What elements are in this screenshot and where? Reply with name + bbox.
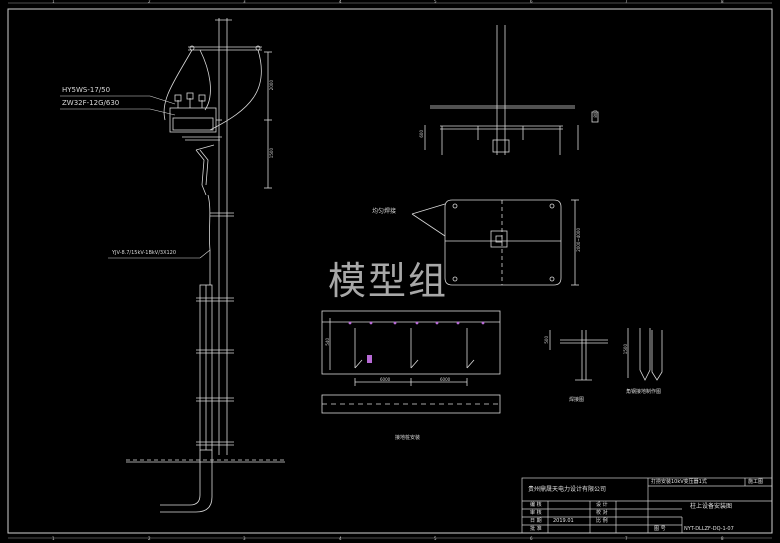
arrester-label: HY5WS-17/50 (62, 86, 111, 94)
title-date-value: 2019.01 (553, 518, 574, 524)
angle-steel-label: 角钢接地制作图 (626, 389, 662, 395)
front-elevation (424, 25, 599, 155)
top-ruler-4: 4 (339, 0, 342, 4)
dimension-2000: 2000 (269, 80, 274, 91)
watermark: 模型组 (328, 259, 449, 303)
grounding-section (321, 310, 501, 414)
title-row-label-1: 编 核 (530, 502, 542, 508)
title-right-label-2: 校 对 (596, 510, 608, 516)
top-ruler-2: 2 (148, 0, 151, 4)
sheet-label: 施工图 (748, 479, 764, 485)
grounding-accent (348, 321, 485, 363)
title-block (521, 477, 773, 534)
span-left-dimension: 6000 (380, 377, 391, 382)
bottom-ruler-6: 6 (530, 536, 533, 541)
dimension-1500: 1500 (623, 344, 628, 355)
title-row-label-3: 日 期 (530, 518, 542, 524)
drawing-border (7, 8, 773, 534)
title-right-label-1: 设 计 (596, 502, 608, 508)
dimension-1500b: 1500 (269, 148, 274, 159)
top-ruler-7: 7 (625, 0, 628, 4)
top-ruler-3: 3 (243, 0, 246, 4)
dimension-500: 500 (544, 336, 549, 344)
dimension-800: 800 (593, 110, 598, 118)
title-right-label-4: 图 号 (654, 526, 666, 532)
title-row-label-4: 批 准 (530, 526, 542, 532)
dimension-2000-4000: 2000~4000 (576, 228, 581, 252)
bottom-ruler-5: 5 (434, 536, 437, 541)
top-ruler-8: 8 (721, 0, 724, 4)
title-right-label-3: 比 例 (596, 518, 608, 524)
bottom-ruler-4: 4 (339, 536, 342, 541)
cable-label: YJV-8.7/15kV-1BkV/3X120 (112, 250, 177, 256)
bottom-ruler-8: 8 (721, 536, 724, 541)
span-right-dimension: 6000 (440, 377, 451, 382)
dimension-600: 600 (419, 130, 424, 138)
leader-lines (60, 95, 211, 259)
project-name: 打捞安装10kV变压器1式 (651, 479, 707, 485)
breaker-label: ZW32F-12G/630 (62, 99, 120, 107)
angle-steel (627, 328, 663, 381)
top-ruler-5: 5 (434, 0, 437, 4)
top-ruler-1: 1 (52, 0, 55, 4)
weld-label: 均匀焊接 (372, 208, 397, 215)
grounding-install-label: 接地桩安装 (395, 435, 421, 441)
dimension-540: 540 (325, 338, 330, 346)
top-ruler-6: 6 (530, 0, 533, 4)
title-row-label-2: 审 核 (530, 510, 542, 516)
plan-view (411, 199, 579, 286)
drawing-title: 柱上设备安装图 (690, 503, 733, 510)
drawing-number: NYT-DLLZF-DQ-1-07 (684, 526, 734, 532)
bottom-ruler-1: 1 (52, 536, 55, 541)
bottom-ruler-2: 2 (148, 536, 151, 541)
utility-pole (126, 18, 285, 513)
bottom-ruler-3: 3 (243, 536, 246, 541)
welding-diagram-label: 焊接图 (569, 397, 585, 403)
welding-diagram (549, 330, 608, 381)
bottom-ruler-7: 7 (625, 536, 628, 541)
company-name: 贵州鼎晟天电力设计有限公司 (528, 486, 607, 493)
